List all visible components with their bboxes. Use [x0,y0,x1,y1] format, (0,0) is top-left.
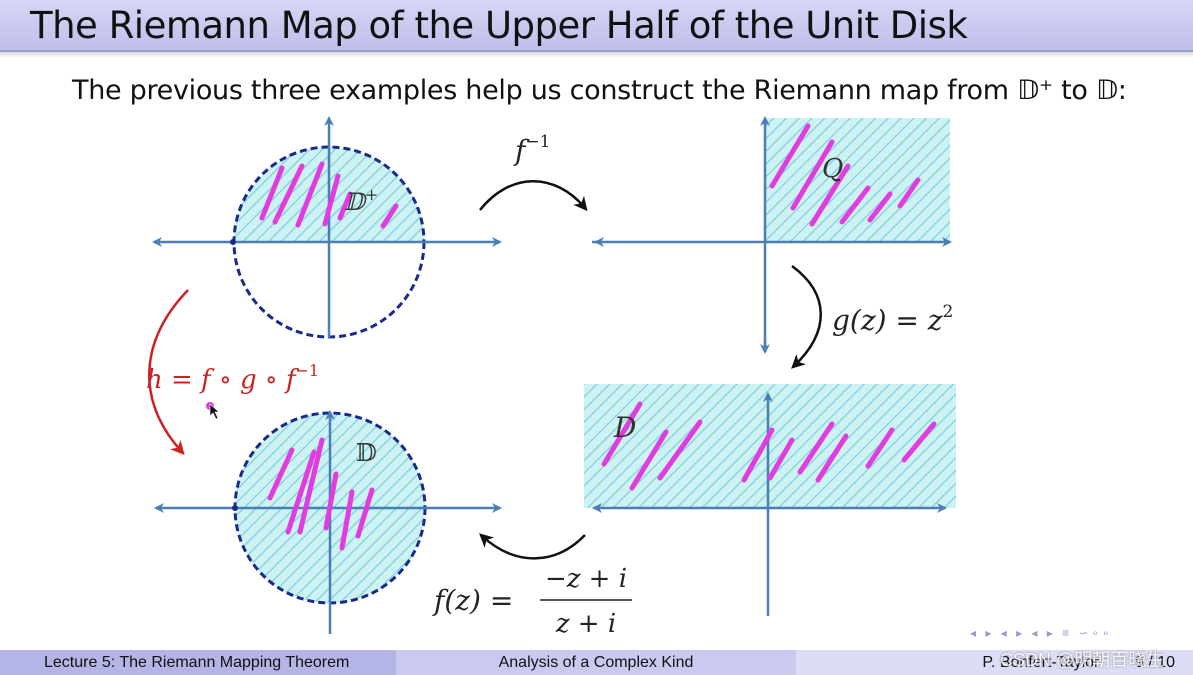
annotation-strokes-top-left [259,161,399,229]
footer-author-page: P. Bonfert-Taylor 9 / 10 [796,650,1193,675]
quadrant-plot: Q [592,116,952,354]
f-inverse-label: f−1 [513,132,550,167]
upper-half-disk-plot: 𝔻+ [152,116,502,339]
slide-title-bar: The Riemann Map of the Upper Half of the… [0,0,1193,58]
d-label: 𝔻 [356,439,377,467]
point-minus-one-bottom [232,505,238,511]
footer-lecture: Lecture 5: The Riemann Mapping Theorem [0,650,396,675]
footer-course: Analysis of a Complex Kind [396,650,796,675]
mouse-cursor-icon [209,403,220,420]
h-formula-label: h = f ∘ g ∘ f−1 [146,361,319,395]
beamer-nav-icons[interactable]: ◂ ▸ ◂ ▸ ◂ ▸ ≡ ∽∘∘ [970,626,1113,640]
half-plane-plot: D [584,384,956,616]
q-label: Q [822,154,843,184]
annotation-strokes-top-right [769,123,921,227]
watermark: CSDN @明朝百晓生 [1000,650,1165,670]
f-inverse-arrow [479,180,588,212]
slide-footer: Lecture 5: The Riemann Mapping Theorem A… [0,650,1193,675]
h-composition-arrow [148,289,189,455]
d-plus-label: 𝔻+ [344,185,378,216]
g-formula-label: g(z) = z2 [832,302,953,337]
f-formula-lhs: f(z) = [432,584,513,617]
quadrant-region [765,118,950,242]
annotation-strokes-bottom-left [267,437,375,551]
f-formula-numerator: −z + i [545,564,627,594]
f-formula-denominator: z + i [555,609,616,639]
annotation-strokes-bottom-right [601,401,937,491]
title-shadow [0,52,1193,58]
footer-author: P. Bonfert-Taylor [982,654,1100,671]
point-minus-one-top [230,239,236,245]
intro-text: The previous three examples help us cons… [72,75,1127,106]
g-arrow [791,264,822,369]
footer-page: 9 / 10 [1134,654,1175,671]
f-arrow [479,533,586,560]
f-formula: f(z) = −z + i z + i [432,564,632,639]
unit-disk-plot: 𝔻 [154,410,502,634]
slide-title: The Riemann Map of the Upper Half of the… [30,4,968,47]
d-region-label: D [613,411,636,444]
half-plane-region [584,384,956,508]
